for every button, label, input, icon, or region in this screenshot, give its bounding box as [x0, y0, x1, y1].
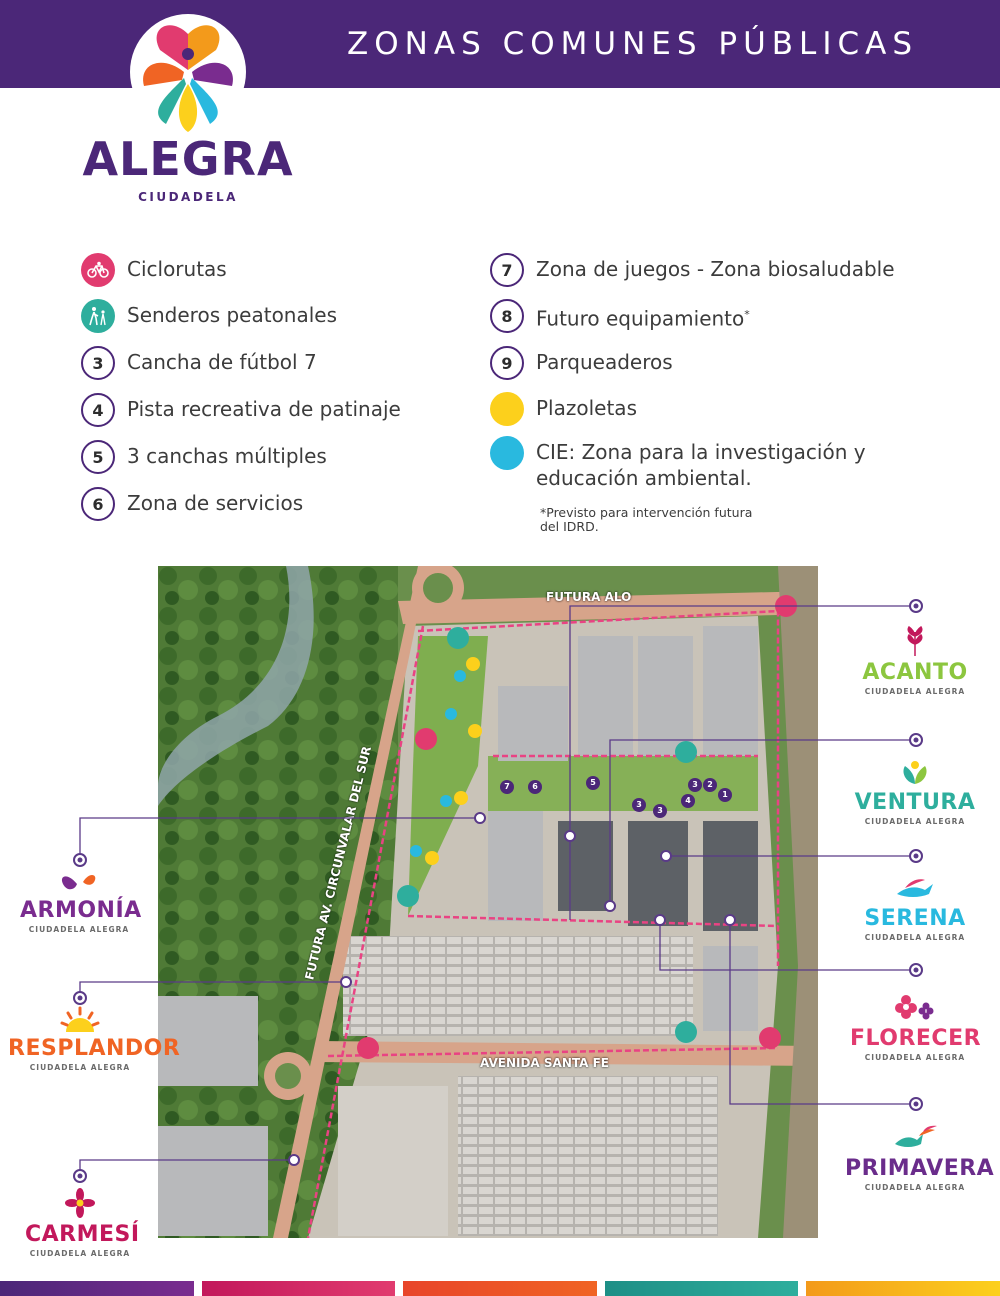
map-marker: 6 [528, 780, 542, 794]
brand-name: VENTURA [854, 790, 976, 815]
alegra-logo-icon [130, 14, 246, 132]
brand-subtitle: CIUDADELA ALEGRA [864, 1053, 966, 1062]
legend-label: CIE: Zona para la investigación y educac… [536, 440, 866, 490]
brand-name: SERENA [864, 906, 966, 931]
footer-stripe-purple [0, 1281, 194, 1296]
brand-resplandor: RESPLANDOR CIUDADELA ALEGRA [8, 1006, 181, 1072]
brand-subtitle: CIUDADELA ALEGRA [864, 933, 966, 942]
brand-primavera: PRIMAVERA CIUDADELA ALEGRA [845, 1124, 995, 1192]
legend-label-text: Futuro equipamiento [536, 306, 745, 331]
legend-futuro: 8 Futuro equipamiento* [490, 299, 750, 333]
map-marker: 7 [500, 780, 514, 794]
number-badge: 5 [81, 440, 115, 474]
legend-label: 3 canchas múltiples [127, 444, 327, 468]
legend-label: Pista recreativa de patinaje [127, 397, 401, 421]
number-badge: 4 [81, 393, 115, 427]
map-marker: 5 [586, 776, 600, 790]
number-badge: 9 [490, 346, 524, 380]
legend-juegos: 7 Zona de juegos - Zona biosaludable [490, 253, 895, 287]
legend-cancha: 3 Cancha de fútbol 7 [81, 346, 317, 380]
legend-plazoletas: Plazoletas [490, 392, 637, 426]
brand-name: FLORECER [850, 1026, 982, 1051]
legend-label: Cancha de fútbol 7 [127, 350, 317, 374]
legend-label: Ciclorutas [127, 257, 227, 281]
armonia-butterfly-icon [61, 875, 96, 890]
logo-brand: ALEGRA [82, 132, 294, 186]
aerial-map-image [158, 566, 818, 1238]
legend-label: Parqueaderos [536, 350, 673, 374]
footnote: *Previsto para intervención futura del I… [540, 505, 753, 534]
brand-acanto: ACANTO CIUDADELA ALEGRA [855, 626, 975, 696]
footer-stripe-teal [604, 1281, 799, 1296]
map-marker: 3 [653, 804, 667, 818]
map-marker: 2 [703, 778, 717, 792]
brand-subtitle: CIUDADELA ALEGRA [28, 925, 130, 934]
yellow-dot-icon [490, 392, 524, 426]
legend-pista: 4 Pista recreativa de patinaje [81, 393, 401, 427]
legend-senderos: Senderos peatonales [81, 299, 337, 333]
map-marker: 3 [632, 798, 646, 812]
brand-subtitle: CIUDADELA ALEGRA [29, 1063, 131, 1072]
brand-name: RESPLANDOR [8, 1036, 181, 1061]
pedestrian-icon [81, 299, 115, 333]
blue-dot-icon [490, 436, 524, 470]
logo-subtitle: CIUDADELA [138, 190, 238, 204]
brand-name: PRIMAVERA [845, 1156, 995, 1181]
carmesi-flower-icon [65, 1188, 95, 1218]
legend-ciclorutas: Ciclorutas [81, 253, 227, 287]
resplandor-sun-icon [60, 1006, 100, 1032]
brand-subtitle: CIUDADELA ALEGRA [864, 687, 966, 696]
brand-ventura: VENTURA CIUDADELA ALEGRA [852, 760, 978, 826]
legend-label: Zona de servicios [127, 491, 304, 515]
legend-label: Zona de juegos - Zona biosaludable [536, 257, 895, 281]
legend-label: Senderos peatonales [127, 303, 338, 327]
florecer-flower-icon [895, 995, 934, 1020]
footer-stripe-orange [403, 1281, 597, 1296]
brand-name: ARMONÍA [20, 898, 142, 923]
primavera-birds-icon [895, 1125, 937, 1147]
number-badge: 8 [490, 299, 524, 333]
legend-canchas: 5 3 canchas múltiples [81, 440, 327, 474]
map-marker: 3 [688, 778, 702, 792]
brand-name: ACANTO [862, 660, 968, 685]
brand-serena: SERENA CIUDADELA ALEGRA [860, 876, 970, 942]
ventura-leaves-icon [903, 761, 927, 784]
bicycle-icon [81, 253, 115, 287]
brand-florecer: FLORECER CIUDADELA ALEGRA [850, 992, 982, 1062]
number-badge: 6 [81, 487, 115, 521]
page-title: ZONAS COMUNES PÚBLICAS [347, 26, 918, 62]
legend-parqueaderos: 9 Parqueaderos [490, 346, 673, 380]
footer-stripe-yellow [806, 1281, 1000, 1296]
number-badge: 7 [490, 253, 524, 287]
road-label-santa-fe: AVENIDA SANTA FE [480, 1056, 609, 1070]
legend-servicios: 6 Zona de servicios [81, 487, 303, 521]
site-map: FUTURA ALO FUTURA AV. CIRCUNVALAR DEL SU… [158, 566, 818, 1238]
brand-subtitle: CIUDADELA ALEGRA [864, 817, 966, 826]
brand-armonia: ARMONÍA CIUDADELA ALEGRA [20, 870, 142, 934]
legend-cie: CIE: Zona para la investigación y educac… [490, 436, 916, 491]
footer-stripes [0, 1281, 1000, 1296]
asterisk-mark: * [744, 308, 750, 321]
legend-label: Plazoletas [536, 396, 637, 420]
road-label-futura-alo: FUTURA ALO [546, 590, 632, 604]
map-marker: 4 [681, 794, 695, 808]
acanto-leaf-icon [907, 626, 923, 656]
map-marker: 1 [718, 788, 732, 802]
brand-subtitle: CIUDADELA ALEGRA [864, 1183, 966, 1192]
brand-name: CARMESÍ [25, 1222, 140, 1247]
brand-carmesi: CARMESÍ CIUDADELA ALEGRA [25, 1188, 140, 1258]
brand-subtitle: CIUDADELA ALEGRA [29, 1249, 131, 1258]
footer-stripe-pink [201, 1281, 396, 1296]
serena-bird-icon [897, 879, 933, 897]
legend-label: Futuro equipamiento* [536, 299, 750, 332]
number-badge: 3 [81, 346, 115, 380]
